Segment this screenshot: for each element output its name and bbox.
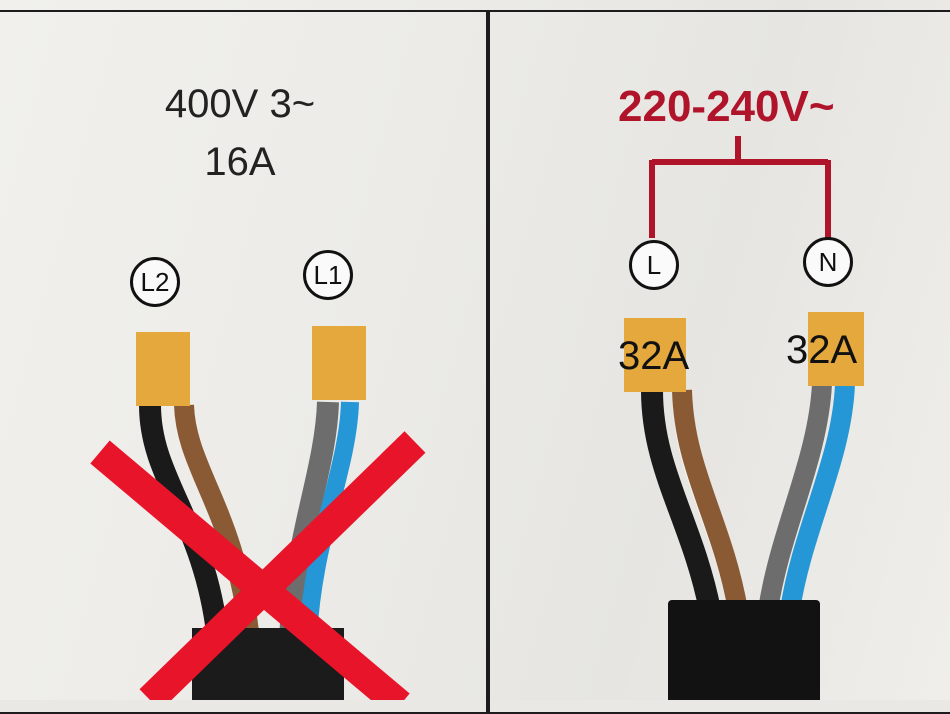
left-sleeve-l2 <box>136 332 190 406</box>
left-sleeve-l1 <box>312 326 366 400</box>
terminal-n: N <box>803 237 853 287</box>
right-sleeve-l <box>624 318 686 392</box>
right-sleeve-n <box>808 312 864 386</box>
right-voltage-label: 220-240V~ <box>618 82 835 131</box>
rating-l: 32A <box>618 334 690 378</box>
right-cable-wires <box>641 383 855 613</box>
terminal-l: L <box>629 240 679 290</box>
terminal-l1: L1 <box>303 250 353 300</box>
red-cross-mark <box>90 431 426 700</box>
terminal-l2: L2 <box>130 257 180 307</box>
rating-n: 32A <box>786 328 858 372</box>
voltage-bracket <box>649 136 831 238</box>
left-voltage-label: 400V 3~ <box>164 82 316 126</box>
right-cable-jacket <box>668 600 820 700</box>
left-current-label: 16A <box>204 140 276 184</box>
